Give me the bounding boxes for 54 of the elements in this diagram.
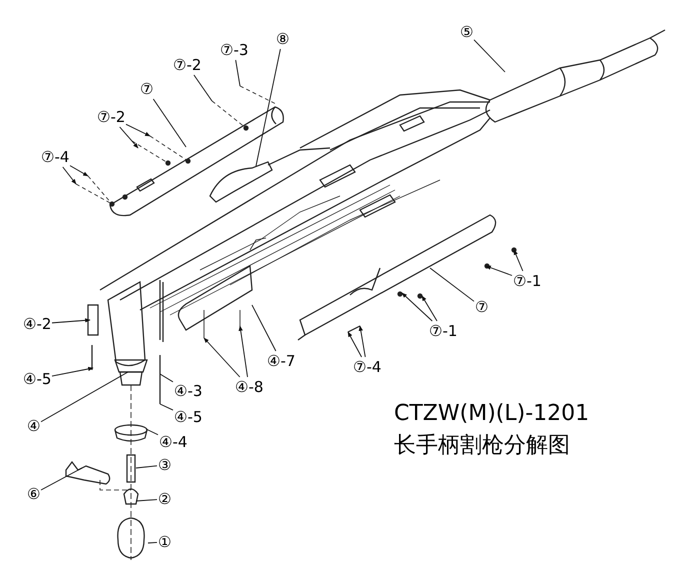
callout-number: ⑦ [139, 79, 154, 99]
callout-number: ⑦-2 [172, 55, 202, 75]
leader-line [348, 332, 362, 358]
callout-number: ① [157, 532, 172, 552]
leader-line [119, 126, 138, 148]
callout-number: ② [157, 489, 172, 509]
callout-number: ④-7 [266, 351, 296, 371]
leader-line [40, 372, 128, 422]
leader-line [402, 292, 433, 322]
callout-number: ⑦-4 [352, 357, 382, 377]
leader-line [62, 166, 76, 184]
callout-number: ④ [26, 416, 42, 436]
callout-number: ⑧ [275, 29, 290, 49]
leader-line [40, 468, 82, 490]
leader-line [136, 499, 158, 502]
callout-number: ⑦-3 [219, 40, 250, 60]
leader-line [146, 428, 158, 436]
callout-number: ④-2 [22, 314, 52, 334]
callout-number: ④-5 [22, 369, 52, 389]
leader-line [194, 74, 212, 102]
leader-line [358, 325, 366, 358]
callout-number: ④-5 [173, 407, 204, 427]
leader-line [152, 98, 186, 148]
callout-number: ⑦ [474, 297, 490, 317]
callout-number: ⑤ [459, 22, 474, 42]
leader-line [422, 296, 438, 322]
leader-line [252, 304, 276, 352]
diagram-caption: CTZW(M)(L)-1201 [394, 400, 590, 428]
leader-line [430, 268, 474, 302]
leader-line [160, 374, 174, 382]
leader-line [238, 325, 248, 378]
leader-line [70, 165, 88, 176]
leader-line [474, 39, 506, 72]
diagram-caption: 长手柄割枪分解图 [394, 432, 571, 460]
callout-number: ④-3 [173, 381, 204, 401]
callout-number: ⑦-2 [96, 107, 126, 127]
callout-number: ④-4 [158, 432, 188, 452]
leader-line [486, 266, 512, 276]
leader-line [126, 124, 150, 136]
callout-number: ④-8 [234, 377, 264, 397]
leader-line [148, 542, 158, 544]
leader-line [256, 48, 281, 166]
leader-line [204, 338, 240, 378]
leader-line [160, 404, 174, 410]
leader-line [514, 250, 524, 272]
leader-line [52, 318, 91, 324]
callout-number: ⑥ [26, 484, 42, 504]
callout-number: ⑦-1 [512, 271, 542, 291]
callout-number: ③ [157, 455, 172, 475]
leader-line [136, 465, 158, 468]
callout-number: ⑦-1 [428, 321, 458, 341]
leader-line [52, 366, 94, 376]
callout-number: ⑦-4 [40, 147, 70, 167]
leader-line [235, 60, 240, 86]
